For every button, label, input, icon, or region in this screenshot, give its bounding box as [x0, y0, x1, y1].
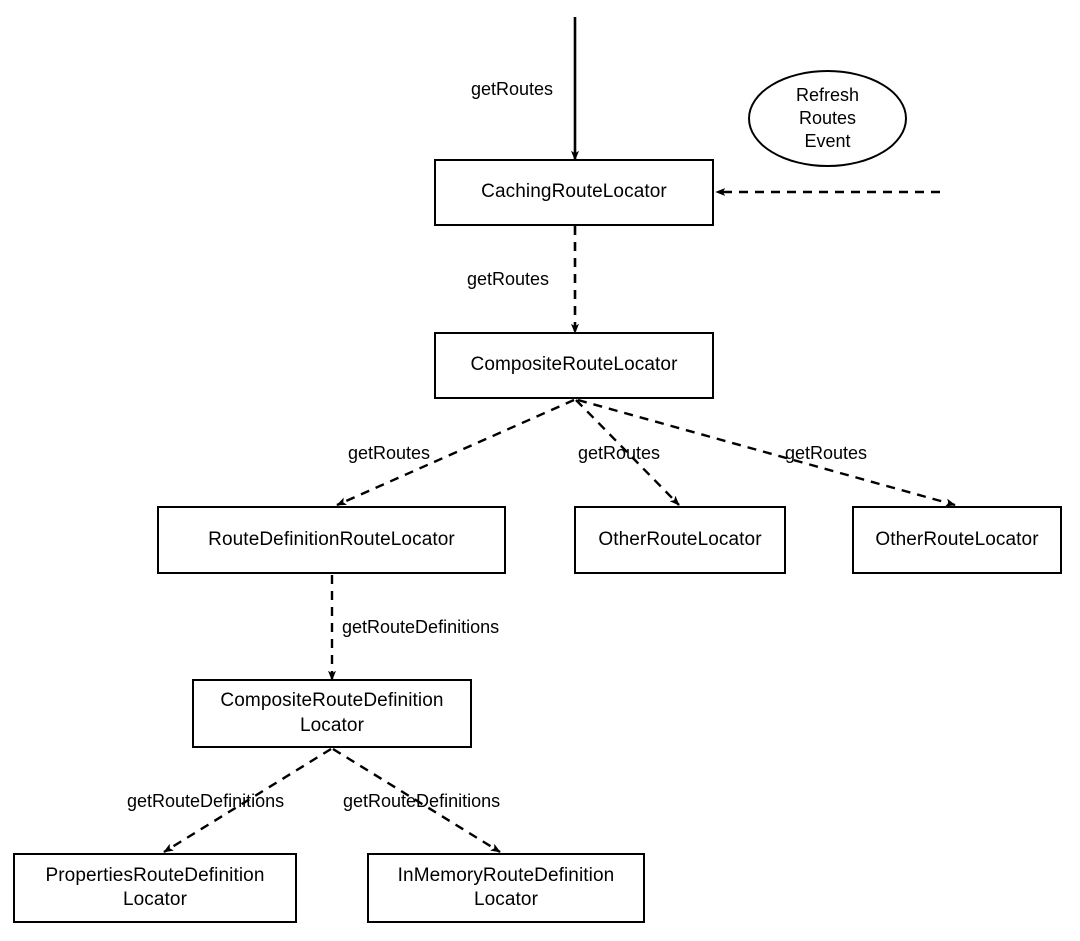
- node-composite-route-locator[interactable]: CompositeRouteLocator: [434, 332, 714, 399]
- node-label: CachingRouteLocator: [481, 181, 667, 203]
- node-caching-route-locator[interactable]: CachingRouteLocator: [434, 159, 714, 226]
- node-label: RouteDefinitionRouteLocator: [208, 528, 455, 550]
- node-in-memory-route-definition-locator[interactable]: InMemoryRouteDefinition Locator: [367, 853, 645, 923]
- edge-label-caching-to-composite: getRoutes: [467, 269, 550, 289]
- node-properties-route-definition-locator[interactable]: PropertiesRouteDefinition Locator: [13, 853, 297, 923]
- node-other-route-locator-2[interactable]: OtherRouteLocator: [852, 506, 1062, 574]
- edge-label-composite-to-other-1: getRoutes: [578, 443, 661, 463]
- node-label: OtherRouteLocator: [875, 528, 1039, 550]
- node-label: InMemoryRouteDefinition Locator: [397, 864, 615, 910]
- edge-label-composite-definition-to-in-memory: getRouteDefinitions: [343, 791, 501, 811]
- node-label: OtherRouteLocator: [598, 528, 762, 550]
- node-label: Refresh Routes Event: [795, 84, 860, 152]
- node-label: CompositeRouteLocator: [470, 354, 678, 376]
- node-route-definition-route-locator[interactable]: RouteDefinitionRouteLocator: [157, 506, 506, 574]
- node-refresh-routes-event[interactable]: Refresh Routes Event: [748, 70, 907, 167]
- edge-label-composite-to-route-definition: getRoutes: [348, 443, 431, 463]
- node-label: PropertiesRouteDefinition Locator: [45, 864, 265, 910]
- node-other-route-locator-1[interactable]: OtherRouteLocator: [574, 506, 786, 574]
- edge-label-route-definition-to-composite-definition: getRouteDefinitions: [342, 617, 500, 637]
- node-label: CompositeRouteDefinition Locator: [220, 690, 444, 736]
- node-composite-route-definition-locator[interactable]: CompositeRouteDefinition Locator: [192, 679, 472, 748]
- edge-label-composite-to-other-2: getRoutes: [785, 443, 868, 463]
- edge-label-composite-definition-to-properties: getRouteDefinitions: [127, 791, 285, 811]
- edge-label-entry-to-caching: getRoutes: [471, 79, 554, 99]
